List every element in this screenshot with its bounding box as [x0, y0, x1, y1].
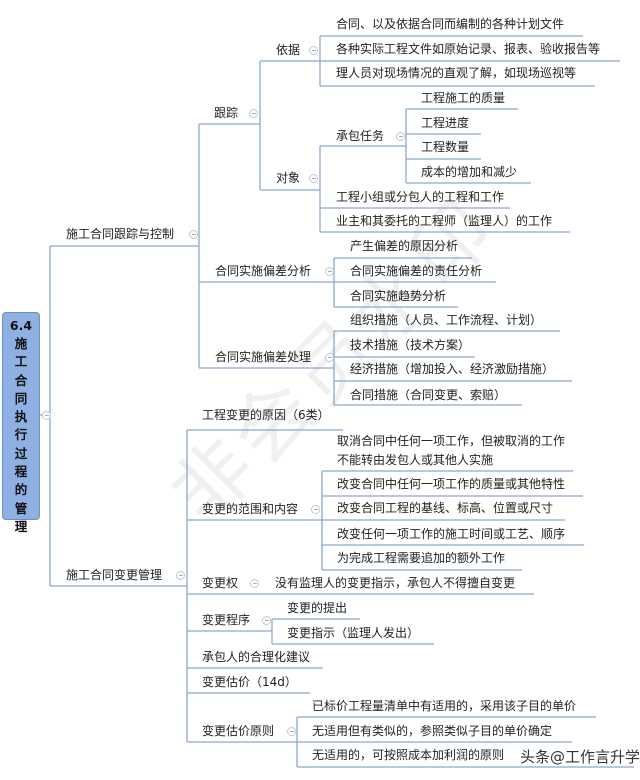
- node-change-causes[interactable]: 工程变更的原因（6类）: [202, 408, 330, 422]
- collapse-icon[interactable]: [311, 505, 320, 514]
- leaf-node[interactable]: 理人员对现场情况的直观了解，如现场巡视等: [336, 66, 577, 80]
- collapse-icon[interactable]: [325, 353, 334, 362]
- leaf-node-continued[interactable]: 不能转由发包人或其他人实施: [337, 453, 494, 467]
- leaf-node[interactable]: 无适用的，可按照成本加利润的原则: [312, 748, 505, 762]
- node-objects[interactable]: 对象: [276, 171, 301, 185]
- leaf-node[interactable]: 无适用但有类似的，参照类似子目的单价确定: [312, 724, 553, 738]
- node-tracking[interactable]: 跟踪: [214, 106, 239, 120]
- connector-line: [199, 330, 572, 406]
- node-change-procedure[interactable]: 变更程序: [202, 613, 251, 627]
- leaf-node[interactable]: 业主和其委托的工程师（监理人）的工作: [336, 214, 553, 228]
- connector-line: [187, 470, 584, 571]
- node-change-management[interactable]: 施工合同变更管理: [66, 568, 163, 582]
- leaf-node[interactable]: 改变任何一项工作的施工时间或工艺、顺序: [337, 527, 566, 541]
- leaf-node[interactable]: 工程小组或分包人的工程和工作: [336, 190, 505, 204]
- node-valuation-principles[interactable]: 变更估价原则: [202, 724, 275, 738]
- node-change-authority[interactable]: 变更权: [202, 576, 239, 590]
- leaf-node[interactable]: 合同、以及依据合同而编制的各种计划文件: [336, 17, 565, 31]
- connector-line: [50, 124, 496, 368]
- node-deviation-handling[interactable]: 合同实施偏差处理: [215, 350, 312, 364]
- collapse-icon[interactable]: [42, 411, 51, 420]
- node-contract-tasks[interactable]: 承包任务: [336, 129, 385, 143]
- leaf-node[interactable]: 工程数量: [421, 140, 470, 154]
- leaf-node[interactable]: 变更的提出: [287, 601, 348, 615]
- root-node[interactable]: 6.4 施工合同执行过程的管理: [2, 312, 40, 534]
- leaf-node[interactable]: 改变合同中任何一项工作的质量或其他特性: [337, 477, 566, 491]
- collapse-icon[interactable]: [309, 174, 318, 183]
- connector-line: [187, 593, 534, 694]
- leaf-node[interactable]: 成本的增加和减少: [421, 165, 518, 179]
- node-basis[interactable]: 依据: [276, 43, 301, 57]
- root-title: 施工合同执行过程的管理: [14, 336, 28, 534]
- leaf-node[interactable]: 工程进度: [421, 116, 470, 130]
- collapse-icon[interactable]: [325, 267, 334, 276]
- collapse-icon[interactable]: [250, 579, 259, 588]
- leaf-node[interactable]: 组织措施（人员、工作流程、计划）: [350, 313, 543, 327]
- leaf-node[interactable]: 为完成工程需要追加的额外工作: [337, 551, 506, 565]
- node-tracking-control[interactable]: 施工合同跟踪与控制: [66, 227, 175, 241]
- collapse-icon[interactable]: [176, 571, 185, 580]
- collapse-icon[interactable]: [189, 230, 198, 239]
- leaf-node[interactable]: 工程施工的质量: [421, 91, 506, 105]
- collapse-icon[interactable]: [396, 132, 405, 141]
- collapse-icon[interactable]: [249, 109, 258, 118]
- collapse-icon[interactable]: [309, 46, 318, 55]
- collapse-icon[interactable]: [287, 727, 296, 736]
- leaf-node[interactable]: 改变合同工程的基线、标高、位置或尺寸: [337, 501, 554, 515]
- collapse-icon[interactable]: [262, 616, 271, 625]
- leaf-node[interactable]: 合同实施趋势分析: [350, 289, 447, 303]
- leaf-node[interactable]: 经济措施（增加投入、经济激励措施）: [350, 362, 555, 376]
- leaf-node[interactable]: 已标价工程量清单中有适用的，采用该子目的单价: [312, 699, 577, 713]
- watermark-corner: 头条@工作言升学: [520, 748, 640, 766]
- connector-line: [260, 35, 620, 87]
- node-deviation-analysis[interactable]: 合同实施偏差分析: [215, 264, 312, 278]
- node-valuation[interactable]: 变更估价（14d）: [202, 675, 297, 689]
- leaf-node[interactable]: 变更指示（监理人发出）: [287, 626, 420, 640]
- connector-line: [187, 716, 634, 768]
- node-change-scope[interactable]: 变更的范围和内容: [202, 502, 299, 516]
- connector-line: [199, 61, 570, 233]
- leaf-node[interactable]: 合同实施偏差的责任分析: [350, 264, 483, 278]
- leaf-node[interactable]: 没有监理人的变更指示，承包人不得擅自变更: [275, 576, 516, 590]
- root-number: 6.4: [9, 318, 33, 333]
- node-rationalization[interactable]: 承包人的合理化建议: [202, 650, 311, 664]
- leaf-node[interactable]: 产生偏差的原因分析: [350, 239, 459, 253]
- leaf-node[interactable]: 合同措施（合同变更、索赔）: [350, 388, 507, 402]
- leaf-node[interactable]: 取消合同中任何一项工作，但被取消的工作: [337, 434, 566, 448]
- leaf-node[interactable]: 各种实际工程文件如原始记录、报表、验收报告等: [336, 42, 601, 56]
- leaf-node[interactable]: 技术措施（技术方案）: [350, 338, 471, 352]
